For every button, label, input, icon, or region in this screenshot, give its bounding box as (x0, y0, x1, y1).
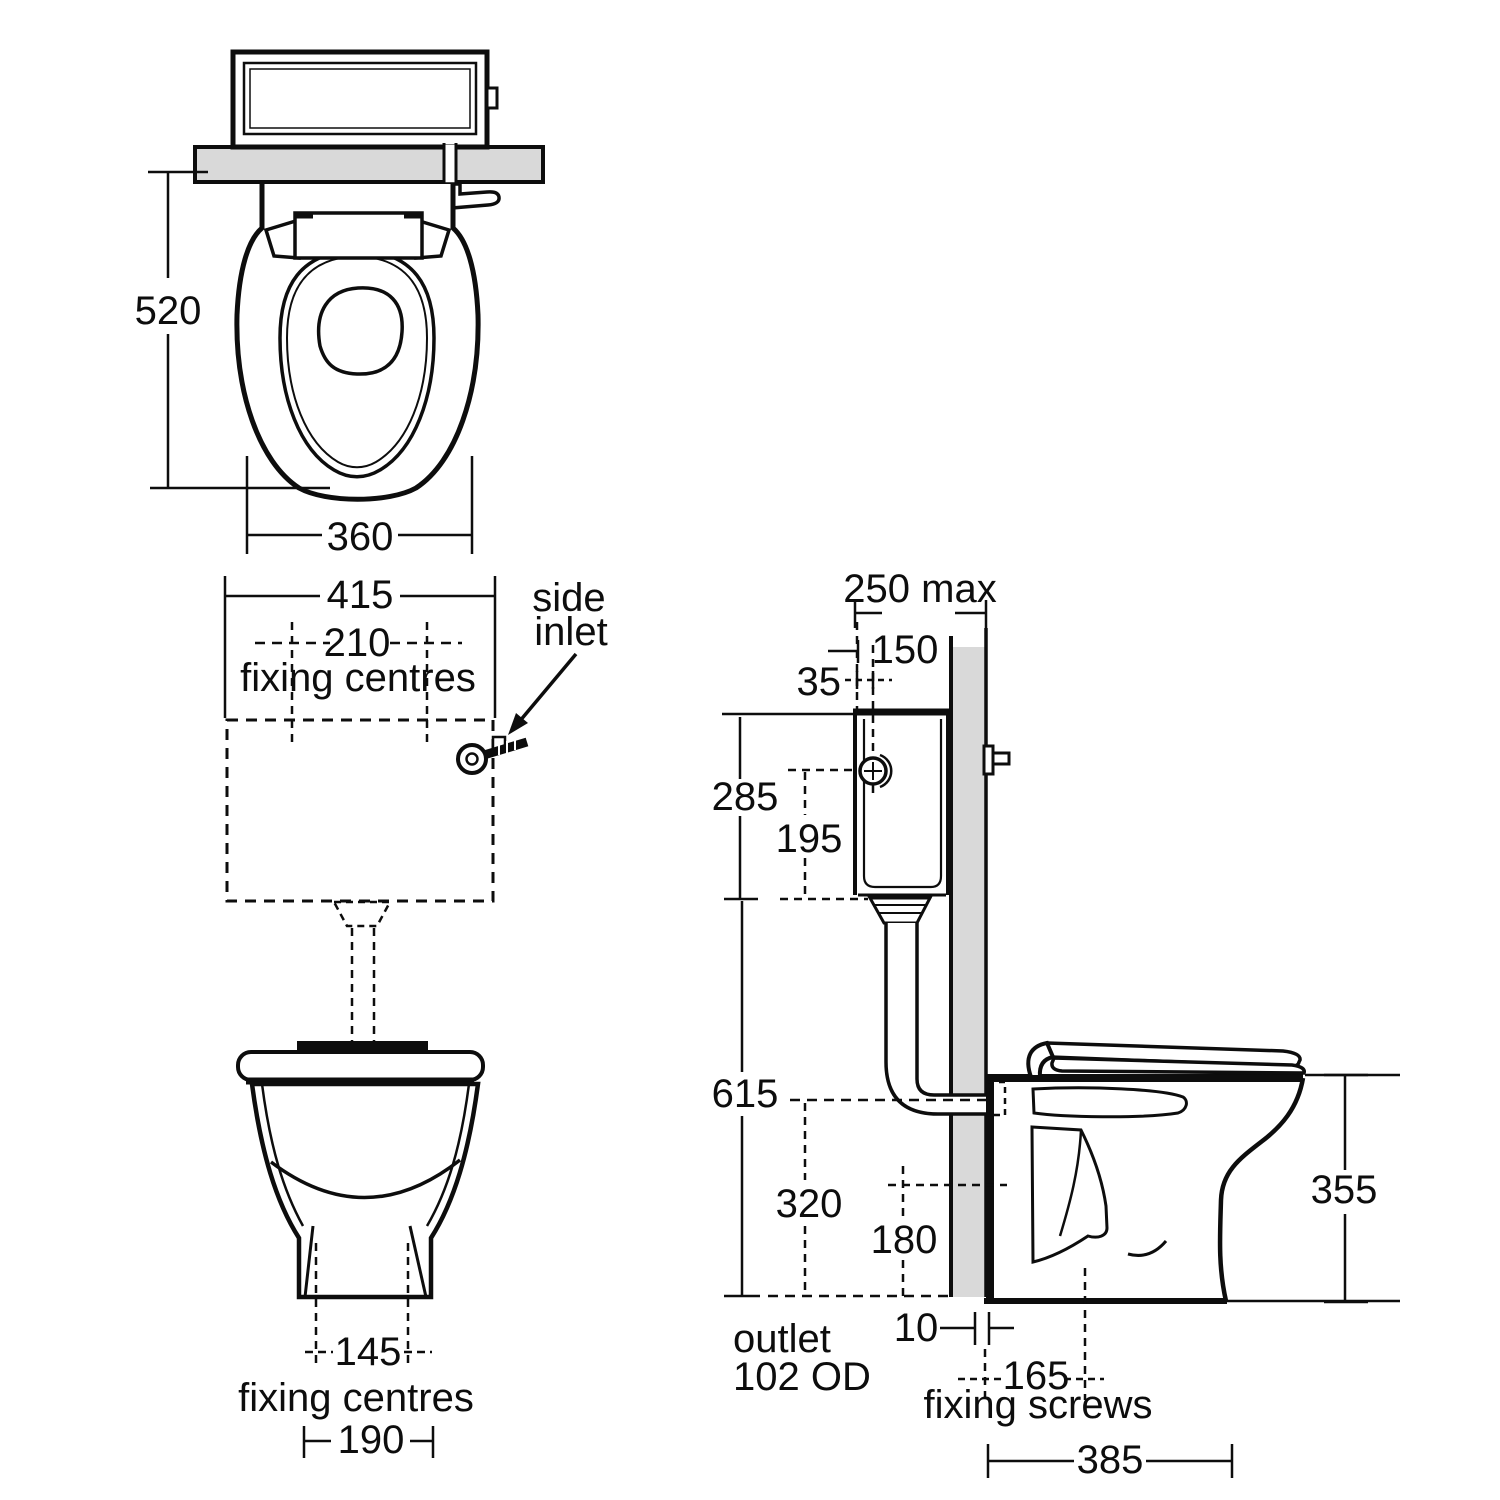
dim-190-lines (302, 1426, 435, 1458)
side-inlet-valve-shaft (482, 737, 529, 760)
dim-360-lines (245, 456, 474, 554)
dim-cistern-height: 285 (712, 775, 779, 819)
inlet-valve-cross (864, 762, 882, 780)
plan-view (193, 49, 545, 502)
plan-dimensions (148, 170, 497, 742)
side-inlet-valve-icon (456, 743, 488, 775)
cistern-side-tab (485, 86, 499, 110)
seat-hinge-side (1026, 1040, 1056, 1079)
dim-385-lines (986, 1444, 1234, 1478)
flush-pipe-fill (886, 923, 988, 1114)
seat-side (1050, 1056, 1306, 1075)
pan-trapway-inner (1058, 1129, 1083, 1237)
flush-spigot-hidden (986, 1080, 1007, 1117)
cistern-hidden-outline (225, 718, 495, 903)
seat-front (236, 1050, 485, 1082)
cistern-side-walls (853, 709, 950, 895)
dim-inlet-offset: 35 (797, 660, 842, 704)
flush-pipe-plan (442, 143, 458, 184)
dim-cistern-base-height: 615 (712, 1072, 779, 1116)
cistern-plan-inner-2 (249, 68, 471, 129)
dim-plan-depth: 520 (135, 289, 202, 333)
seat-lid-plate (293, 211, 424, 260)
labels: 520 360 415 210 fixing centres side inle… (135, 289, 1378, 1482)
label-side-inlet-1: side (532, 576, 605, 620)
dim-pan-height: 355 (1311, 1168, 1378, 1212)
pan-rim-channel (1031, 1086, 1188, 1119)
pan-front-bulge (269, 1158, 462, 1200)
label-side-inlet-2: inlet (534, 610, 607, 654)
dim-recess-depth: 250 max (843, 567, 996, 611)
pan-pedestal-edges (303, 1225, 428, 1298)
flush-pipe-gap (444, 145, 456, 183)
flush-reducer-steps (874, 904, 926, 914)
dim-250max-lines (853, 600, 988, 628)
side-inlet-valve-eye (465, 752, 479, 766)
dim-wall-gap: 10 (894, 1306, 939, 1350)
side-inlet-arrowhead (508, 713, 528, 735)
dim-screw-offset: 165 (1003, 1354, 1070, 1398)
cistern-plan-outline (230, 49, 490, 150)
wall-section (953, 647, 986, 1297)
dim-inlet-to-base: 195 (776, 817, 843, 861)
dim-pan-depth: 385 (1077, 1438, 1144, 1482)
dim-pan-centres: 145 (335, 1330, 402, 1374)
flush-reducer-hidden (331, 900, 393, 928)
dim-415-lines (223, 576, 497, 718)
label-fixing-screws: fixing screws (924, 1383, 1153, 1427)
cistern-front-view (225, 652, 578, 1041)
dim-cistern-projection: 150 (872, 628, 939, 672)
flush-reducer (867, 896, 933, 925)
dim-cistern-width: 415 (327, 573, 394, 617)
dim-fixing-height: 180 (871, 1218, 938, 1262)
dim-520-lines (148, 170, 330, 490)
dim-615-lines (724, 901, 760, 1298)
shelf-band (193, 145, 545, 184)
dim-355-lines (1324, 1073, 1368, 1304)
dim-145-centrelines (314, 1243, 410, 1368)
dim-285-lines (724, 717, 758, 901)
side-view (722, 600, 1400, 1478)
label-outlet-2: 102 OD (733, 1355, 871, 1399)
label-cistern-fixing-centres: fixing centres (240, 656, 476, 700)
pan-front-body (249, 1081, 481, 1300)
pan-front-view (236, 1041, 485, 1458)
pan-side-outline (1217, 1077, 1306, 1302)
pan-sump-arc (1127, 1240, 1168, 1257)
side-inlet-valve-threads (498, 739, 516, 755)
cistern-side-inner (862, 719, 943, 889)
water-area (317, 286, 404, 376)
pan-trapway (1030, 1125, 1109, 1264)
side-inlet-arrow-line (512, 652, 578, 730)
dim-pan-base: 190 (338, 1418, 405, 1462)
cistern-plan-inner-1 (242, 61, 478, 136)
label-pan-fixing-centres: fixing centres (238, 1376, 474, 1420)
dim-outlet-height: 320 (776, 1182, 843, 1226)
wall-bolt-pin-icon (991, 751, 1011, 766)
inlet-valve-arc (879, 753, 893, 789)
dim-10-lines (940, 1312, 1014, 1345)
flush-pipe-hidden (350, 928, 376, 1041)
label-outlet-1: outlet (733, 1317, 831, 1361)
dim-cistern-centres: 210 (324, 621, 391, 665)
dim-plan-width: 360 (327, 515, 394, 559)
